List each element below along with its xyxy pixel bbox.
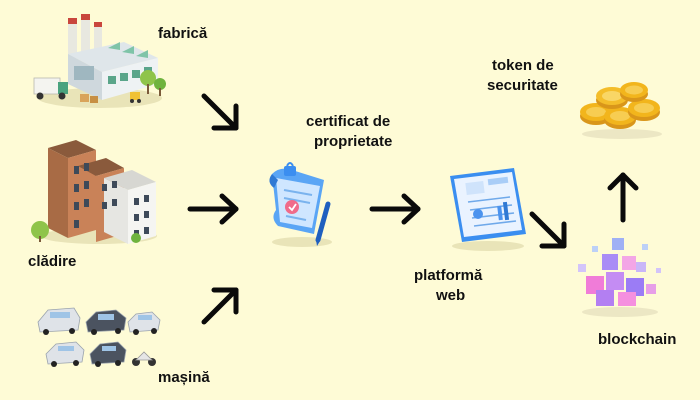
tablet-icon (450, 168, 526, 251)
blockchain-label: blockchain (598, 331, 677, 348)
token-label-line2: securitate (487, 77, 558, 94)
platform-label-line2: web (436, 287, 466, 304)
arrow-building-to-certificate (187, 193, 239, 225)
token-label-line1: token de (492, 57, 554, 74)
arrow-certificate-to-platform (369, 193, 421, 225)
blockchain-icon (578, 238, 661, 317)
certificate-label-line2: proprietate (314, 133, 393, 150)
certificate-label-line1: certificat de (306, 113, 391, 130)
factory-icon (33, 14, 166, 108)
coins-icon (580, 82, 662, 139)
building-label: clădire (28, 253, 77, 270)
arrow-car-to-certificate (201, 287, 239, 325)
certificate-icon (269, 162, 332, 247)
platform-label-line1: platformă (414, 267, 483, 284)
cars-icon (37, 307, 161, 367)
arrow-blockchain-to-token (607, 172, 639, 223)
car-label: mașină (158, 369, 210, 386)
building-icon (31, 140, 157, 244)
arrow-platform-to-blockchain (529, 211, 567, 249)
factory-label: fabrică (158, 25, 208, 42)
arrow-factory-to-certificate (201, 93, 239, 131)
